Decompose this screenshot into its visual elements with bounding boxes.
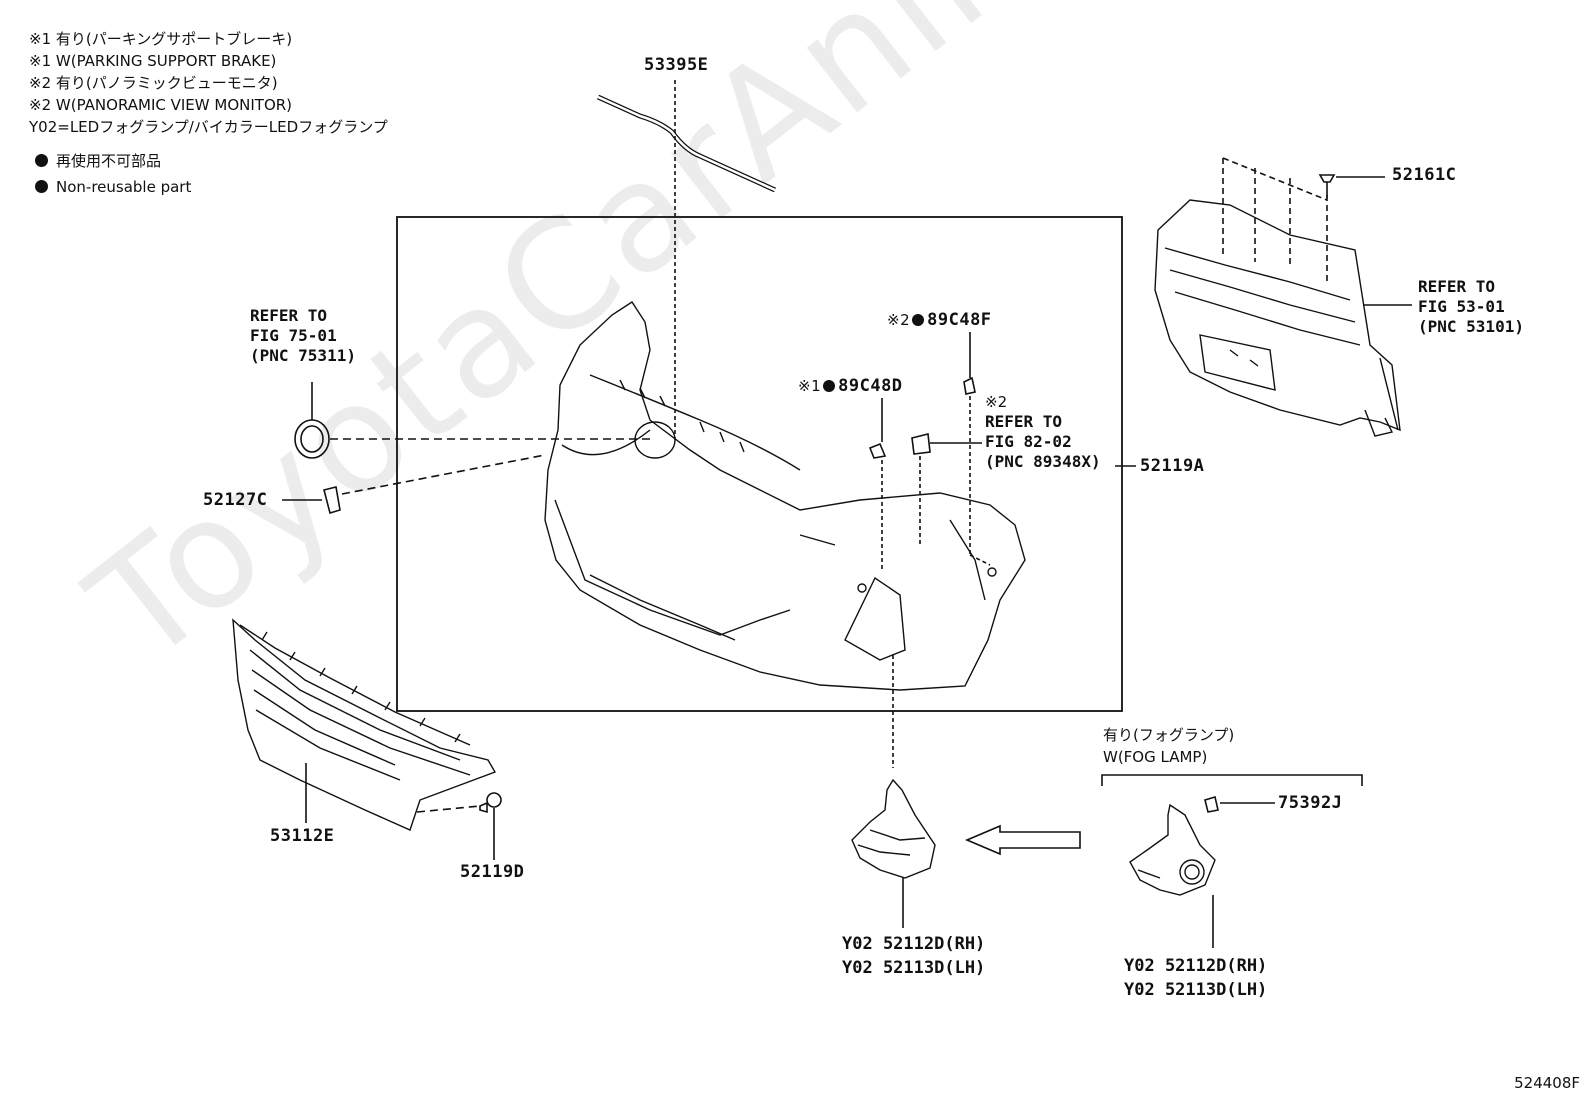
non-reusable-dot-icon: [823, 380, 836, 392]
clip-52161C-icon: [1318, 174, 1336, 198]
non-reusable-dot-icon: [35, 180, 48, 193]
leader-52127C: [341, 454, 546, 495]
foglamp-bezel-with-fog: [1129, 803, 1216, 896]
clip-75392J: [1204, 795, 1219, 813]
label-foglamp-standard: Y02 52112D(RH) Y02 52113D(LH): [842, 934, 986, 978]
foglamp-option-bracket: [1101, 774, 1363, 786]
figure-code: 524408F: [1514, 1074, 1580, 1092]
seal-strip-53395E: [596, 94, 777, 193]
clip-89C48D: [868, 442, 887, 459]
label-53395E: 53395E: [644, 55, 709, 75]
legend-item-jp: 再使用不可部品: [35, 148, 191, 174]
label-75392J: 75392J: [1278, 793, 1343, 813]
bracket-52127C: [323, 486, 341, 515]
grille-53112E: [232, 618, 497, 831]
foglamp-bezel-standard: [851, 778, 936, 879]
arrow-left-icon: [964, 824, 1081, 856]
label-53112E: 53112E: [270, 826, 335, 846]
label-foglamp-option: Y02 52112D(RH) Y02 52113D(LH): [1124, 956, 1268, 1000]
note-line-1: ※1 有り(パーキングサポートブレーキ): [29, 30, 293, 48]
ref-fig-53-01: REFER TO FIG 53-01 (PNC 53101): [1418, 277, 1524, 336]
upper-bumper-retainer: [1154, 199, 1401, 437]
label-52119A: 52119A: [1140, 456, 1205, 476]
label-52161C: 52161C: [1392, 165, 1457, 185]
note-line-5: Y02=LEDフォグランプ/バイカラーLEDフォグランプ: [29, 118, 388, 136]
note-line-4: ※2 W(PANORAMIC VIEW MONITOR): [29, 96, 293, 114]
front-bumper-cover-52119A: [544, 301, 1026, 691]
non-reusable-dot-icon: [35, 154, 48, 167]
foglamp-option-header: 有り(フォグランプ) W(FOG LAMP): [1103, 726, 1235, 766]
ref-fig-75-01: REFER TO FIG 75-01 (PNC 75311): [250, 306, 356, 365]
bumper-assembly-frame: [396, 216, 1123, 712]
legend: 再使用不可部品 Non-reusable part: [35, 148, 191, 200]
notes-block: ※1 有り(パーキングサポートブレーキ) ※1 W(PARKING SUPPOR…: [29, 28, 388, 138]
clip-89C48F: [963, 376, 976, 395]
ref-fig-82-02: ※2 REFER TO FIG 82-02 (PNC 89348X): [985, 393, 1101, 471]
seal-strip-inner: [597, 95, 776, 192]
sensor-bracket-89348X: [911, 433, 931, 455]
note-line-2: ※1 W(PARKING SUPPORT BRAKE): [29, 52, 277, 70]
screw-52119D-icon: [479, 792, 502, 860]
emblem-icon: [294, 382, 330, 459]
legend-item-en: Non-reusable part: [35, 174, 191, 200]
note-line-3: ※2 有り(パノラミックビューモニタ): [29, 74, 278, 92]
label-52127C: 52127C: [203, 490, 268, 510]
label-52119D: 52119D: [460, 862, 525, 882]
leader-52119D-dash: [416, 805, 481, 813]
non-reusable-dot-icon: [912, 314, 925, 326]
